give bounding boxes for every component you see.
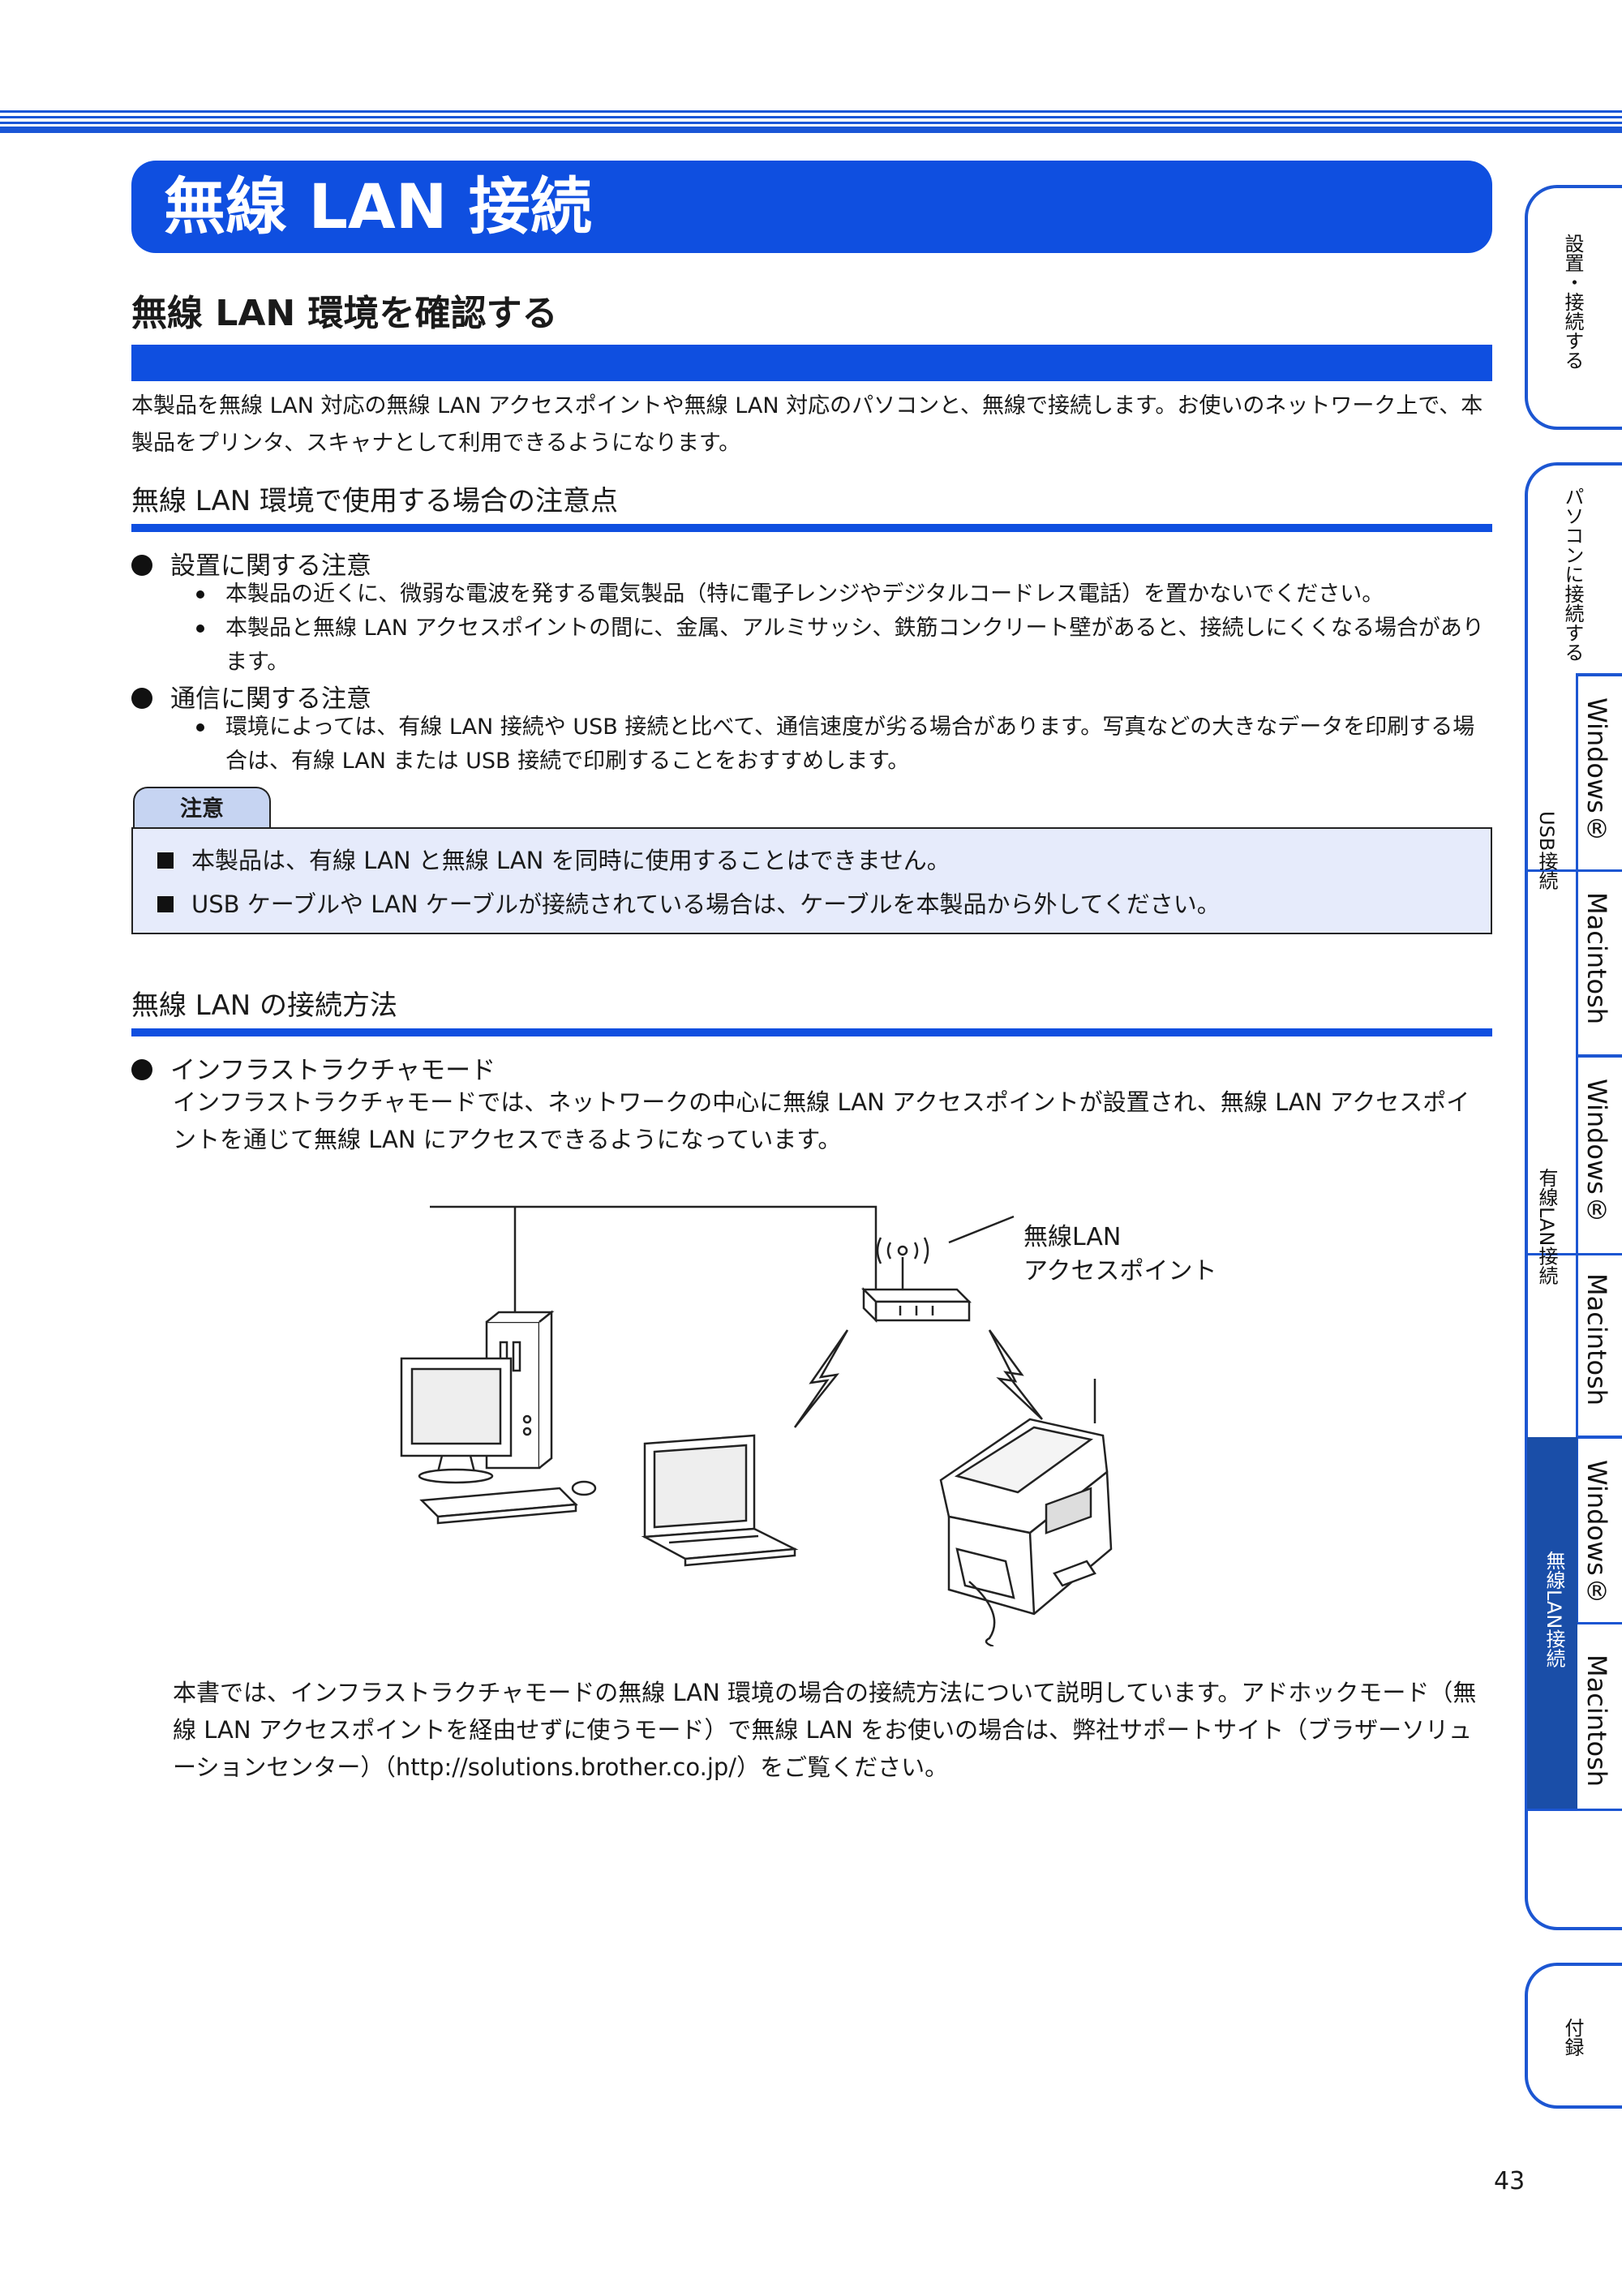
section-title: 無線 LAN 環境を確認する [131, 293, 558, 334]
intro-text: 本製品を無線 LAN 対応の無線 LAN アクセスポイントや無線 LAN 対応の… [131, 393, 1483, 456]
subsection-title-precautions: 無線 LAN 環境で使用する場合の注意点 [131, 485, 619, 517]
subsection-bar [131, 1028, 1492, 1036]
list-item: 本製品の近くに、微弱な電波を発する電気製品（特に電子レンジやデジタルコードレス電… [193, 577, 1492, 612]
chapter-title: 無線 LAN 接続 [131, 161, 1492, 253]
caution-item: USB ケーブルや LAN ケーブルが接続されている場合は、ケーブルを本製品から… [157, 886, 1221, 920]
desktop-pc-icon [400, 1310, 597, 1525]
wireless-signal-icon [988, 1329, 1043, 1420]
bullet-dot [131, 688, 152, 709]
wired-label: 有線LAN接続 [1535, 1168, 1558, 1285]
tab-divider [1527, 1253, 1622, 1255]
tab-appendix[interactable]: 付録 [1525, 1963, 1622, 2109]
laptop-icon [641, 1434, 799, 1567]
tab-divider [1527, 1809, 1622, 1811]
tab-wireless-active[interactable]: 無線LAN接続 [1527, 1437, 1577, 1809]
tab-divider [1577, 673, 1622, 676]
wired-macintosh[interactable]: Macintosh [1581, 1273, 1612, 1406]
usb-label: USB接続 [1535, 811, 1558, 891]
wireless-macintosh[interactable]: Macintosh [1581, 1654, 1612, 1787]
infrastructure-description: インフラストラクチャモードでは、ネットワークの中心に無線 LAN アクセスポイン… [173, 1088, 1470, 1153]
section-title-bar [131, 345, 1492, 381]
list-item: 本製品と無線 LAN アクセスポイントの間に、金属、アルミサッシ、鉄筋コンクリー… [193, 612, 1492, 680]
bullet-dot [131, 555, 152, 576]
network-diagram [400, 1205, 1113, 1646]
closing-paragraph: 本書では、インフラストラクチャモードの無線 LAN 環境の場合の接続方法について… [173, 1679, 1477, 1781]
wireless-signal-icon [793, 1329, 849, 1428]
tab-divider [1577, 1436, 1622, 1439]
caution-box: 本製品は、有線 LAN と無線 LAN を同時に使用することはできません。 US… [131, 827, 1492, 934]
header-rules [0, 110, 1622, 135]
subsection-bar [131, 524, 1492, 532]
access-point-icon [860, 1215, 1015, 1324]
bullet-heading-infrastructure: インフラストラクチャモード [131, 1049, 496, 1086]
access-point-label: 無線LAN アクセスポイント [1023, 1223, 1217, 1285]
usb-macintosh[interactable]: Macintosh [1581, 892, 1612, 1025]
bullet-dot [131, 1059, 152, 1080]
caution-label: 注意 [133, 787, 271, 829]
tab-setup[interactable]: 設置・接続する [1525, 185, 1622, 430]
list-item: 環境によっては、有線 LAN 接続や USB 接続と比べて、通信速度が劣る場合が… [193, 710, 1492, 779]
bullet-heading-communication: 通信に関する注意 [131, 678, 371, 715]
usb-windows[interactable]: Windows® [1581, 697, 1612, 844]
printer-icon [939, 1379, 1113, 1646]
page-number: 43 [1494, 2167, 1525, 2195]
tab-divider [1577, 1054, 1622, 1058]
tab-divider [1576, 673, 1578, 1622]
wired-windows[interactable]: Windows® [1581, 1079, 1612, 1225]
subsection-title-connection-method: 無線 LAN の接続方法 [131, 989, 398, 1022]
caution-item: 本製品は、有線 LAN と無線 LAN を同時に使用することはできません。 [157, 842, 950, 876]
wireless-windows[interactable]: Windows® [1581, 1460, 1612, 1607]
tab-divider [1527, 869, 1622, 872]
bullet-heading-installation: 設置に関する注意 [131, 545, 371, 582]
